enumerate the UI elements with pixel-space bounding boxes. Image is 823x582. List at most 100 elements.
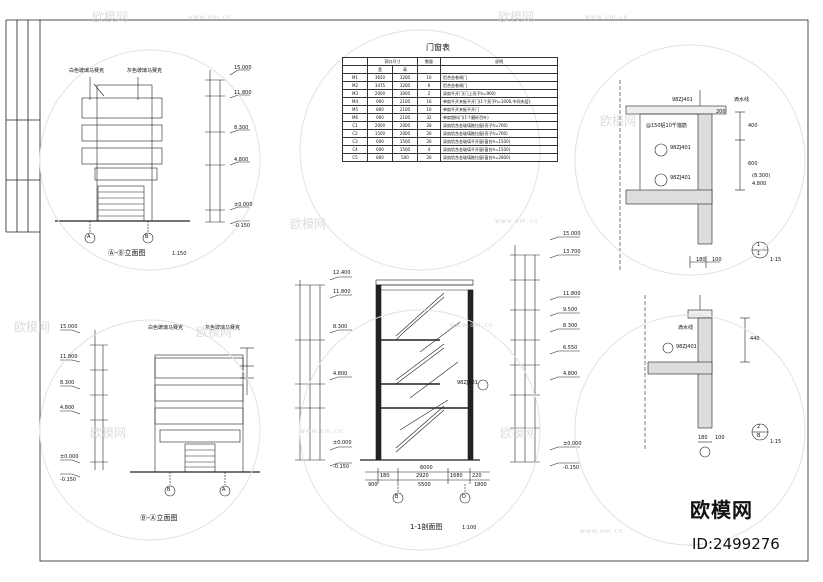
id-tag: ID:2499276	[692, 535, 780, 553]
table-cell: 2100	[392, 113, 418, 122]
table-cell: 16	[417, 97, 441, 106]
ref-label: 98ZJ401	[457, 380, 478, 386]
table-cell: 600	[367, 145, 393, 154]
table-cell: 2000	[367, 121, 393, 130]
level-label: 4.800	[563, 371, 578, 377]
level-label: 8.300	[234, 125, 249, 131]
table-header: 数量	[417, 57, 441, 66]
level-label: -0.150	[563, 465, 580, 471]
table-subheader	[440, 65, 558, 74]
watermark-url: www.om.cn	[585, 14, 629, 21]
watermark-text: 欧模网	[196, 325, 233, 339]
table-cell: 3650	[367, 73, 393, 82]
table-cell: 双扇铝合金玻璃平开窗(窗台h=1500)	[440, 137, 558, 146]
table-header-row: 洞口尺寸 数量 说明	[342, 57, 558, 66]
table-cell: 3475	[367, 81, 393, 90]
dimension-label: 1680	[450, 473, 463, 479]
level-label: 11.800	[234, 90, 252, 96]
level-label: 6.550	[563, 345, 578, 351]
elevation-ab-scale: 1:150	[172, 251, 187, 257]
table-cell: M5	[342, 105, 368, 114]
table-cell: C3	[342, 137, 368, 146]
level-label: ±0.000	[234, 202, 253, 208]
section-title: 1-1剖面图	[410, 523, 443, 531]
axis-label: B	[395, 494, 399, 500]
dimension-label: 180	[380, 473, 390, 479]
level-label: ±0.000	[60, 454, 79, 460]
table-cell: 铝合金卷闸门	[440, 81, 558, 90]
level-label: 12.400	[333, 270, 351, 276]
drip-note: 滴水线	[734, 97, 750, 103]
table-cell: 单扇平开夹板平开门	[440, 105, 558, 114]
sheet-frame	[39, 19, 809, 562]
dimension-label: 180	[698, 435, 708, 441]
watermark-text: 欧模网	[290, 217, 327, 231]
table-cell: 2100	[392, 97, 418, 106]
level-label: ±0.000	[333, 440, 352, 446]
detail-sublabel: 1	[757, 251, 761, 257]
table-cell: 500	[392, 153, 418, 162]
table-cell: 10	[417, 105, 441, 114]
watermark-text: 欧模网	[498, 10, 535, 24]
level-label: 15.000	[234, 65, 252, 71]
table-cell: C1	[342, 121, 368, 130]
detail-sublabel: B	[757, 433, 761, 439]
level-label: -0.150	[234, 223, 251, 229]
dimension-label: 5500	[418, 482, 431, 488]
elevation-ba	[60, 329, 260, 497]
table-subheader: 高	[392, 65, 418, 74]
ref-label: 98ZJ401	[670, 145, 691, 151]
table-cell: 6	[417, 81, 441, 90]
detail-scale: 1:15	[770, 257, 782, 263]
table-cell: 双扇铝合金玻璃推拉窗(亮子h=700)	[440, 129, 558, 138]
table-header: 洞口尺寸	[367, 57, 418, 66]
table-cell: M4	[342, 97, 368, 106]
table-cell: 双扇铝合金玻璃推拉窗(亮子h=700)	[440, 121, 558, 130]
table-cell: 2	[417, 89, 441, 98]
level-label: 4.800	[234, 157, 249, 163]
level-label: 4.800	[752, 181, 767, 187]
level-label: 13.700	[563, 249, 581, 255]
watermark-text: 欧模网	[90, 426, 127, 440]
door-table-title: 门窗表	[426, 43, 450, 52]
level-label: (8.300)	[752, 173, 771, 179]
level-label: 8.300	[333, 324, 348, 330]
table-cell: 26	[417, 129, 441, 138]
table-cell: 1500	[392, 145, 418, 154]
axis-label: A	[87, 234, 91, 240]
axis-label: B	[145, 234, 149, 240]
level-label: 11.800	[333, 289, 351, 295]
note-grey-mosaic: 灰色玻璃马赛克	[127, 68, 163, 74]
table-cell: C2	[342, 129, 368, 138]
axis-label: D	[462, 494, 466, 500]
axis-label: B	[167, 487, 171, 493]
level-label: 11.800	[563, 291, 581, 297]
detail-label: 2	[757, 424, 761, 430]
table-cell: 铝合金卷闸门	[440, 73, 558, 82]
table-cell: M3	[342, 89, 368, 98]
dimension-label: 100	[712, 257, 722, 263]
dimension-label: 400	[748, 123, 758, 129]
table-subheader-row: 宽 高	[342, 65, 558, 74]
table-header: 说明	[440, 57, 558, 66]
table-header	[342, 57, 368, 66]
table-cell: 3000	[392, 89, 418, 98]
table-cell: 单扇平开夹板平开门(1个亮子h=1000,中间夹层)	[440, 97, 558, 106]
level-label: 11.800	[60, 354, 78, 360]
table-cell: 1500	[392, 137, 418, 146]
table-subheader	[342, 65, 368, 74]
table-cell: 2100	[392, 105, 418, 114]
level-label: 9.500	[563, 307, 578, 313]
dimension-label: 1800	[474, 482, 487, 488]
dimension-label: 2920	[416, 473, 429, 479]
table-cell: 双扇铝合金玻璃平开窗(窗台h=1500)	[440, 145, 558, 154]
watermark-text: 欧模网	[500, 426, 537, 440]
elevation-ab-title: Ⓐ-Ⓑ立面图	[108, 249, 146, 257]
brand-logo-text: 欧模网	[690, 498, 753, 522]
